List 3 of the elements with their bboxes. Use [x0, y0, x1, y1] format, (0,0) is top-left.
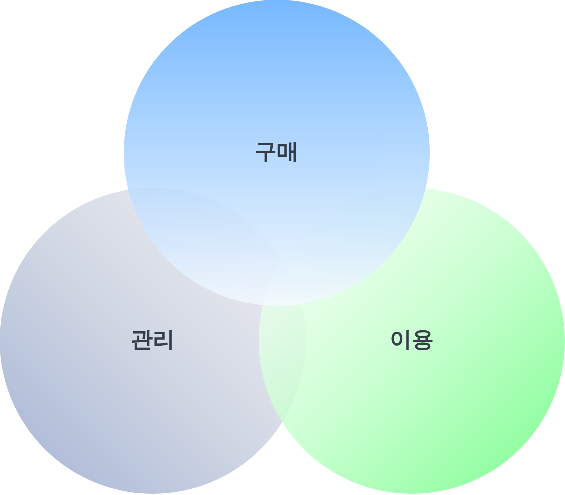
circle-label: 이용	[390, 328, 434, 354]
circle-label: 관리	[131, 328, 175, 354]
circle-label: 구매	[255, 140, 299, 166]
